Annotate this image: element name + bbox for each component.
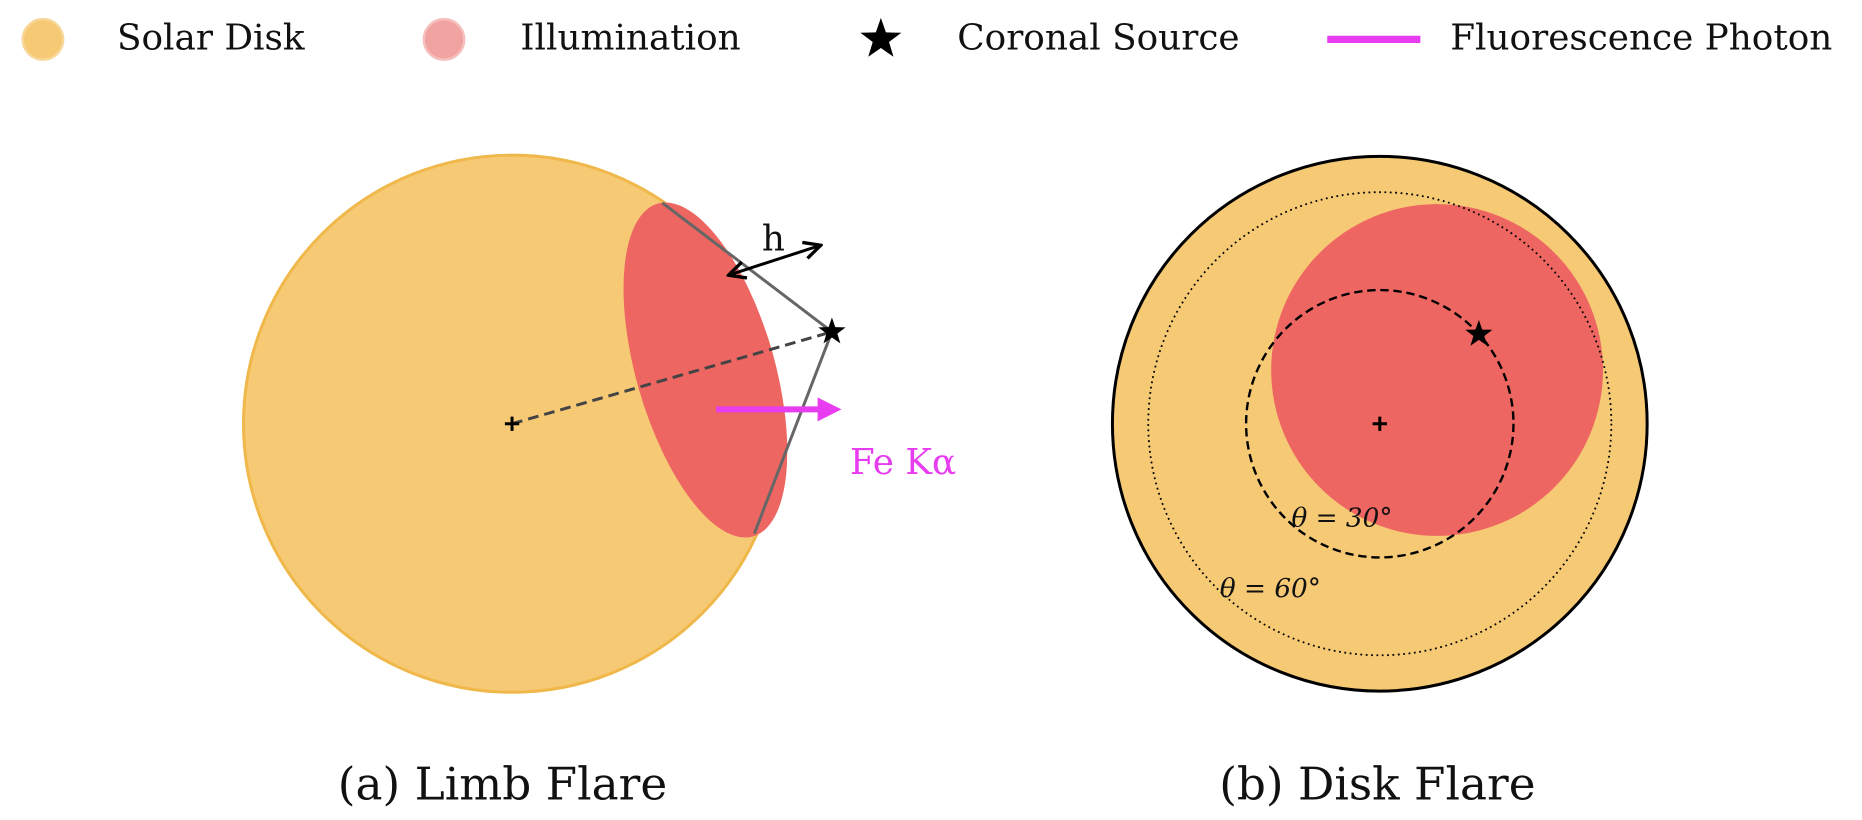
illumination-region bbox=[623, 202, 788, 538]
legend-item-illumination: Illumination bbox=[422, 17, 741, 61]
legend: Solar Disk Illumination Coronal Source F… bbox=[21, 17, 1832, 61]
height-label: h bbox=[762, 219, 785, 260]
star-marker-icon bbox=[860, 17, 902, 57]
solar-disk-marker-icon bbox=[21, 17, 65, 61]
theta-60-circle bbox=[1147, 191, 1613, 657]
legend-label: Fluorescence Photon bbox=[1450, 18, 1832, 59]
illumination-marker-icon bbox=[422, 17, 466, 61]
center-plus-icon bbox=[504, 416, 520, 431]
center-plus-icon bbox=[1372, 416, 1387, 431]
legend-label: Coronal Source bbox=[957, 18, 1239, 59]
caption-limb-flare: (a) Limb Flare bbox=[338, 758, 667, 811]
photon-label: Fe Kα bbox=[850, 442, 956, 483]
radius-dashed-line bbox=[511, 330, 833, 426]
coronal-source-star-icon bbox=[818, 317, 846, 344]
legend-item-coronal-source: Coronal Source bbox=[860, 17, 1240, 59]
caption-disk-flare: (b) Disk Flare bbox=[1219, 758, 1535, 811]
theta-30-circle bbox=[1244, 288, 1515, 559]
legend-label: Solar Disk bbox=[117, 18, 305, 59]
illumination-region bbox=[1271, 204, 1603, 536]
legend-label: Illumination bbox=[520, 18, 740, 59]
theta-60-label: θ = 60° bbox=[1220, 574, 1321, 604]
height-arrow bbox=[730, 246, 818, 275]
tangent-line-bottom bbox=[752, 331, 834, 535]
theta-30-label: θ = 30° bbox=[1291, 503, 1392, 533]
panel-disk-flare: θ = 30° θ = 60° (b) Disk Flare bbox=[1110, 154, 1649, 811]
legend-item-solar-disk: Solar Disk bbox=[21, 17, 305, 61]
panel-limb-flare: h Fe Kα (a) Limb Flare bbox=[242, 153, 956, 811]
legend-item-fluorescence-photon: Fluorescence Photon bbox=[1327, 18, 1832, 59]
